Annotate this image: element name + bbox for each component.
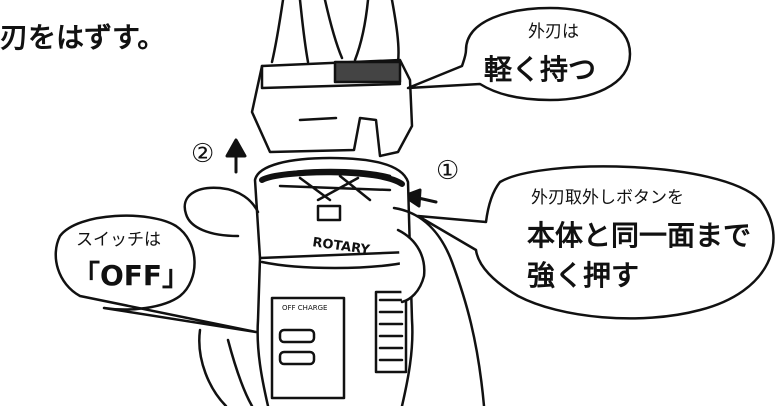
step-one-marker: ① (436, 156, 460, 186)
switch-callout-line1: スイッチは (76, 230, 161, 250)
switch-label: OFF CHARGE (282, 304, 327, 312)
outer-blade-callout-line2: 軽く持つ (484, 53, 597, 86)
bubble-switch (54, 214, 258, 334)
outer-blade-callout-line1: 外刃は (528, 22, 579, 42)
release-button-callout-line2: 本体と同一面まで (527, 219, 752, 252)
release-button-callout-line1: 外刃取外しボタンを (531, 188, 684, 208)
bubble-release-button (416, 165, 775, 320)
bubble-outer-blade (406, 6, 632, 102)
step-two-marker: ② (191, 139, 215, 169)
page-heading: 刃をはずす。 (0, 21, 166, 54)
release-button-callout-line3: 強く押す (527, 259, 640, 292)
outer-blade (250, 58, 414, 158)
switch-callout-line2: 「OFF」 (72, 259, 191, 292)
left-arrow (402, 188, 438, 208)
shaver-body (253, 156, 414, 406)
up-arrow (225, 138, 247, 174)
